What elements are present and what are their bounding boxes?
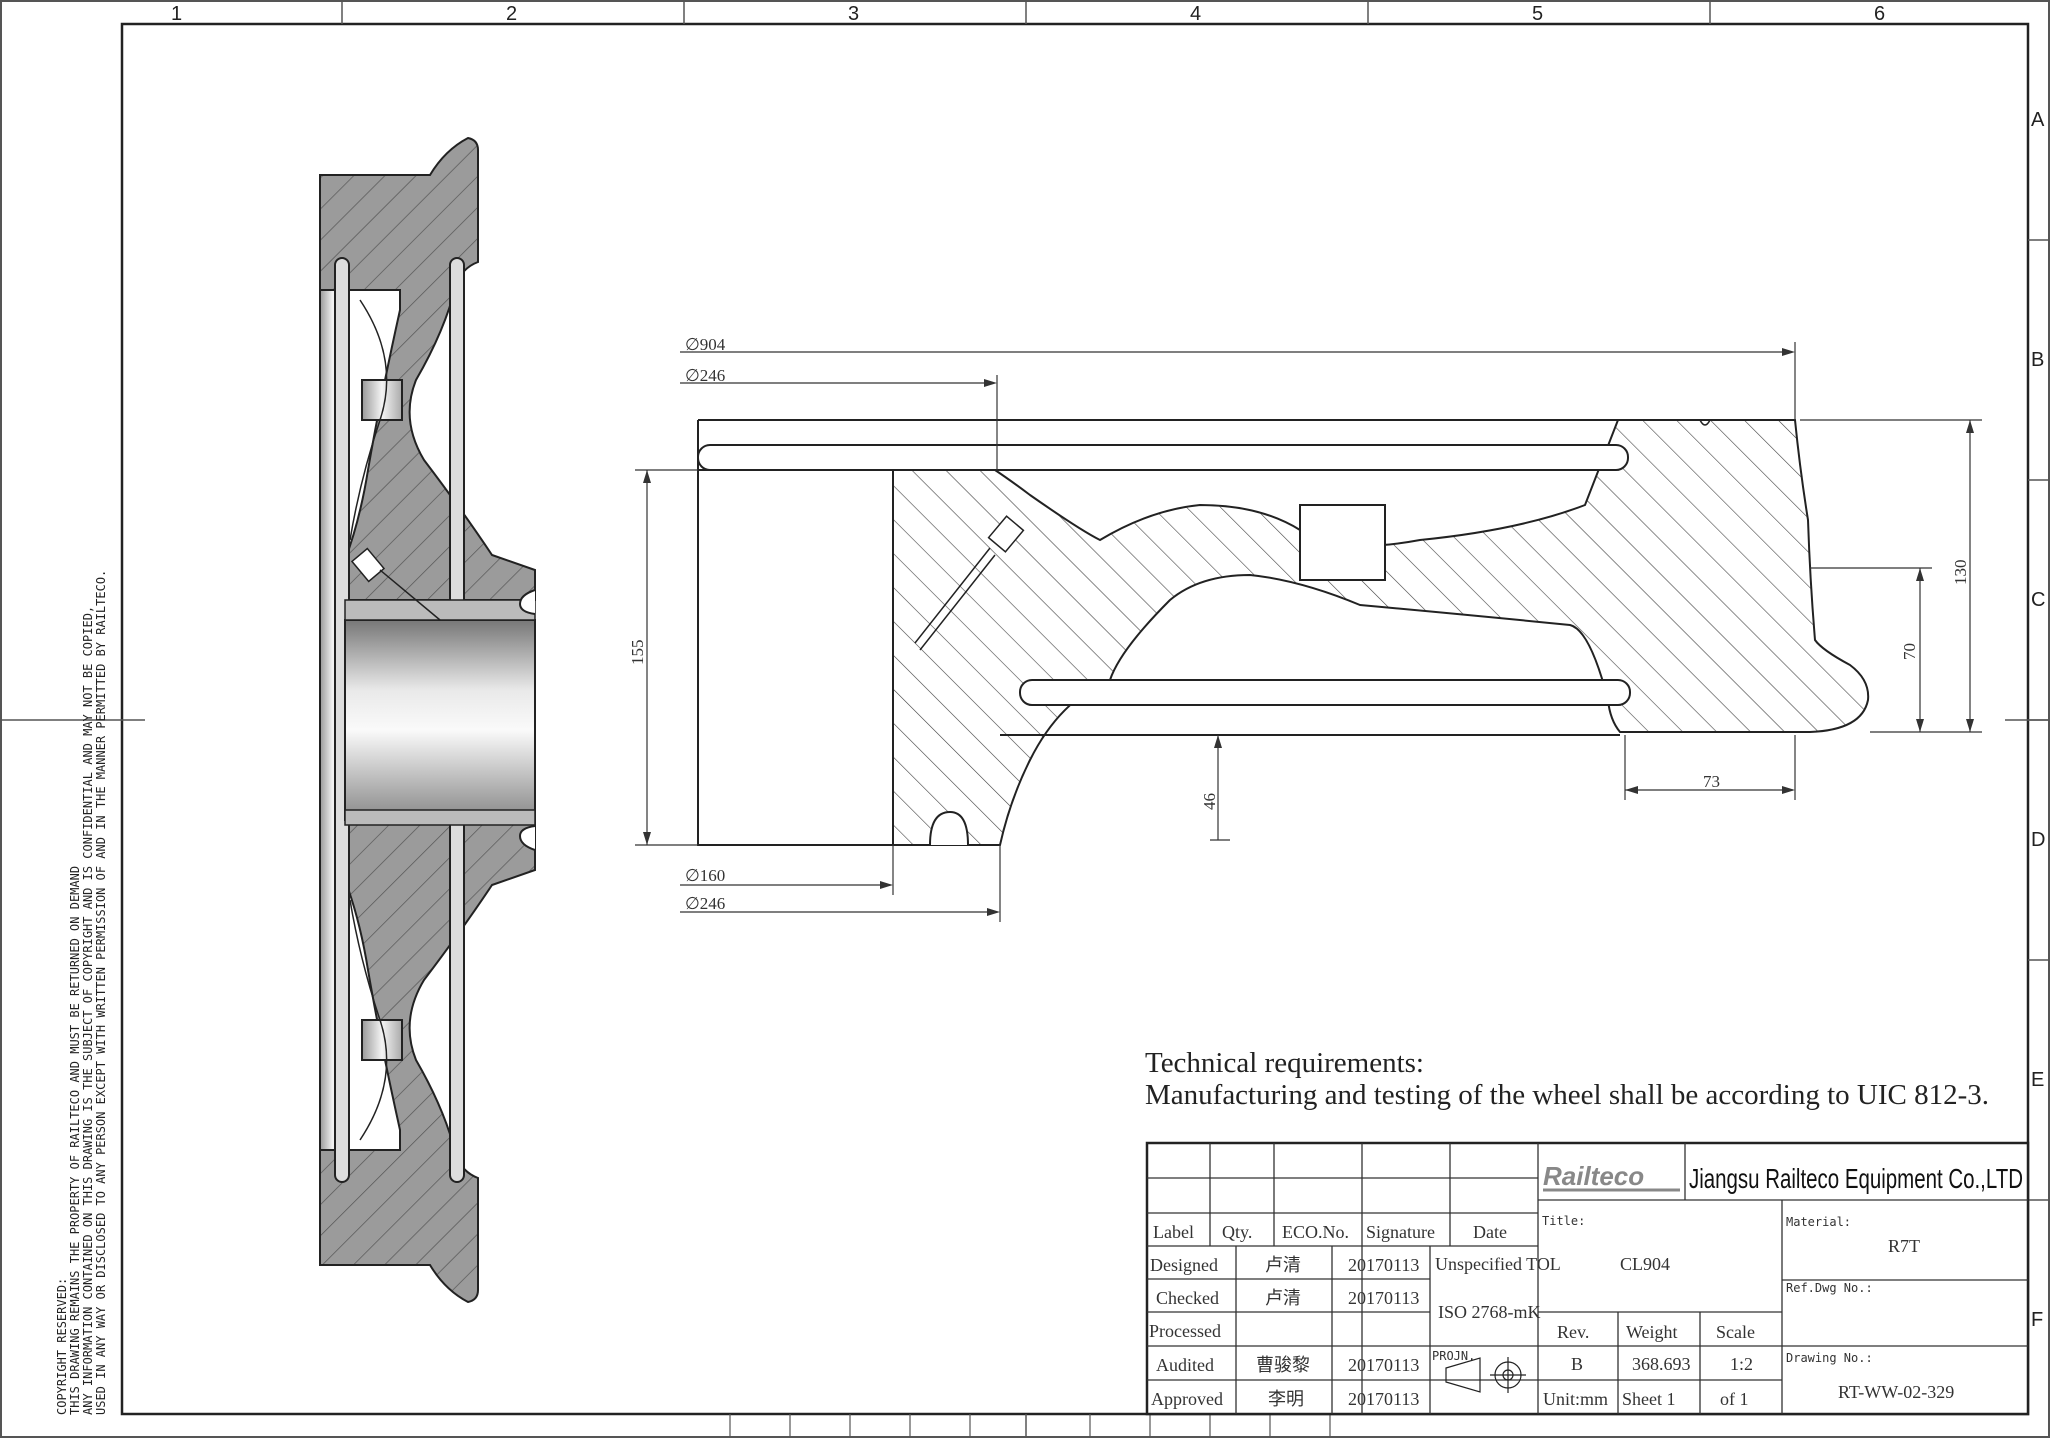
material-value: R7T	[1888, 1236, 1920, 1256]
tolerance-note: Unspecified TOL	[1435, 1254, 1561, 1274]
row-label-d: D	[2031, 829, 2045, 851]
drawing-number: RT-WW-02-329	[1838, 1382, 1954, 1402]
header-eco: ECO.No.	[1282, 1222, 1349, 1242]
copyright-line-3: ANY INFORMATION CONTAINED ON THIS DRAWIN…	[81, 606, 95, 1415]
row-name: 卢清	[1265, 1288, 1301, 1308]
row-label-b: B	[2031, 349, 2044, 371]
row-role: Audited	[1156, 1355, 1214, 1375]
tolerance-standard: ISO 2768-mK	[1438, 1302, 1541, 1322]
copyright-line-1: COPYRIGHT RESERVED:	[55, 1278, 69, 1415]
sheet-total: of 1	[1720, 1389, 1749, 1409]
dim-height-70: 70	[1900, 643, 1919, 660]
scale-label: Scale	[1716, 1322, 1755, 1342]
dim-height-130: 130	[1951, 560, 1970, 586]
unit-label: Unit:mm	[1543, 1389, 1608, 1409]
row-role: Checked	[1156, 1288, 1219, 1308]
dim-diameter-246-bottom: ∅246	[685, 894, 725, 913]
col-label-1: 1	[171, 3, 182, 25]
dim-diameter-160: ∅160	[685, 866, 725, 885]
copyright-line-4: USED IN ANY WAY OR DISCLOSED TO ANY PERS…	[94, 570, 108, 1415]
dim-diameter-246-top: ∅246	[685, 366, 725, 385]
drawing-title: CL904	[1620, 1254, 1670, 1274]
weight-label: Weight	[1626, 1322, 1678, 1342]
row-date: 20170113	[1348, 1389, 1419, 1409]
rev-label: Rev.	[1557, 1322, 1589, 1342]
row-role: Processed	[1149, 1321, 1221, 1341]
copyright-notice: COPYRIGHT RESERVED: THIS DRAWING REMAINS…	[55, 570, 108, 1415]
row-label-c: C	[2031, 589, 2045, 611]
row-role: Approved	[1151, 1389, 1223, 1409]
scale-value: 1:2	[1730, 1354, 1753, 1374]
header-label: Label	[1153, 1222, 1194, 1242]
dim-width-73: 73	[1703, 772, 1720, 791]
row-label-e: E	[2031, 1069, 2044, 1091]
col-label-4: 4	[1190, 3, 1201, 25]
row-date: 20170113	[1348, 1255, 1419, 1275]
weight-value: 368.693	[1632, 1354, 1691, 1374]
dim-height-46: 46	[1200, 793, 1219, 810]
wheel-cross-section-view	[697, 419, 1870, 846]
sheet-number: Sheet 1	[1622, 1389, 1676, 1409]
row-label-a: A	[2031, 109, 2045, 131]
inner-frame	[120, 22, 2030, 1416]
projection-symbol-icon	[1445, 1357, 1526, 1393]
row-name: 卢清	[1265, 1255, 1301, 1275]
col-label-5: 5	[1532, 3, 1543, 25]
dimension-lines	[635, 342, 1982, 922]
col-label-2: 2	[506, 3, 517, 25]
wheel-side-section-view	[319, 136, 536, 1304]
col-label-6: 6	[1874, 3, 1885, 25]
row-date: 20170113	[1348, 1355, 1419, 1375]
copyright-line-2: THIS DRAWING REMAINS THE PROPERTY OF RAI…	[68, 866, 82, 1415]
ref-drawing-label: Ref.Dwg No.:	[1786, 1281, 1873, 1295]
dim-diameter-904: ∅904	[685, 335, 726, 354]
dim-height-155: 155	[628, 640, 647, 666]
title-block: Railteco Jiangsu Railteco Equipment Co.,…	[1145, 1141, 2030, 1416]
row-date: 20170113	[1348, 1288, 1419, 1308]
company-name: Jiangsu Railteco Equipment Co.,LTD	[1689, 1163, 2023, 1194]
material-label: Material:	[1786, 1215, 1851, 1229]
requirements-heading: Technical requirements:	[1145, 1047, 1424, 1079]
brand-logo: Railteco	[1543, 1161, 1644, 1191]
header-date: Date	[1473, 1222, 1507, 1242]
header-signature: Signature	[1366, 1222, 1435, 1242]
rev-value: B	[1571, 1354, 1583, 1374]
title-label: Title:	[1542, 1214, 1585, 1228]
dimension-arrows	[643, 348, 1974, 916]
bottom-scale	[729, 1414, 1331, 1437]
row-name: 李明	[1268, 1389, 1304, 1409]
projection-label: PROJN.	[1432, 1349, 1475, 1363]
row-role: Designed	[1150, 1255, 1218, 1275]
row-name: 曹骏黎	[1256, 1355, 1310, 1375]
row-label-f: F	[2031, 1309, 2043, 1331]
header-qty: Qty.	[1222, 1222, 1252, 1242]
drawing-number-label: Drawing No.:	[1786, 1351, 1873, 1365]
requirements-text: Manufacturing and testing of the wheel s…	[1145, 1079, 1989, 1111]
col-label-3: 3	[848, 3, 859, 25]
